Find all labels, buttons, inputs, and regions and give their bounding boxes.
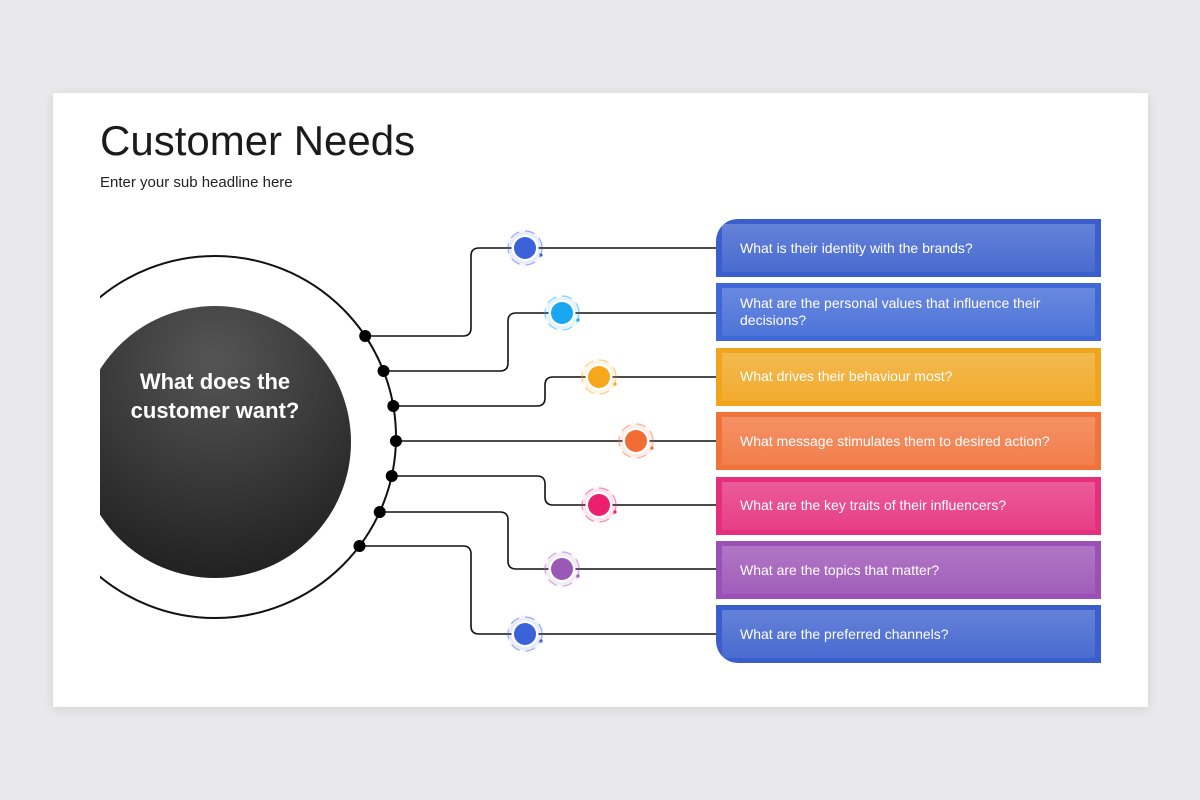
ring-node (353, 540, 366, 552)
indicator-dot-icon (581, 359, 617, 395)
ring-node (389, 435, 402, 447)
center-question: What does the customer want? (130, 369, 300, 423)
connector-line (383, 312, 716, 372)
indicator-dot-icon (544, 295, 580, 331)
ring-node (377, 365, 390, 377)
indicator-dot-icon (507, 616, 543, 652)
question-text: What are the key traits of their influen… (740, 497, 1007, 514)
question-text: What are the topics that matter? (740, 561, 940, 578)
indicator-dot-icon (544, 551, 580, 587)
ring-node (359, 330, 372, 342)
question-box: What is their identity with the brands? (716, 219, 1101, 277)
question-text: What message stimulates them to desired … (740, 432, 1050, 449)
ring-node (385, 470, 398, 482)
question-text: What is their identity with the brands? (740, 239, 973, 256)
question-box: What are the topics that matter? (716, 541, 1101, 599)
question-box: What are the key traits of their influen… (716, 476, 1101, 535)
indicator-dot-icon (618, 423, 654, 459)
question-box: What drives their behaviour most? (716, 347, 1101, 406)
question-text: What are the preferred channels? (740, 625, 949, 642)
connector-line (391, 475, 716, 506)
question-text: What drives their behaviour most? (740, 368, 953, 385)
ring-nodes (353, 330, 402, 552)
ring-node (373, 506, 386, 518)
ring-node (387, 400, 400, 412)
slide: Customer Needs Enter your sub headline h… (53, 93, 1148, 707)
connector-line (365, 247, 716, 337)
question-text: What are the personal values that influe… (740, 295, 1041, 329)
connector-lines (359, 247, 716, 635)
question-box: What are the preferred channels? (716, 605, 1101, 664)
connector-diagram (100, 230, 716, 652)
indicator-dot-icon (581, 487, 617, 523)
question-box: What message stimulates them to desired … (716, 412, 1101, 471)
center-circle (100, 306, 351, 578)
slide-subtitle: Enter your sub headline here (100, 174, 293, 191)
indicator-dot-icon (507, 230, 543, 266)
connector-line (359, 545, 716, 635)
connector-line (379, 511, 716, 570)
indicator-dots (507, 230, 654, 652)
question-box: What are the personal values that influe… (716, 283, 1101, 342)
connector-line (393, 376, 716, 407)
slide-title: Customer Needs (100, 117, 416, 164)
